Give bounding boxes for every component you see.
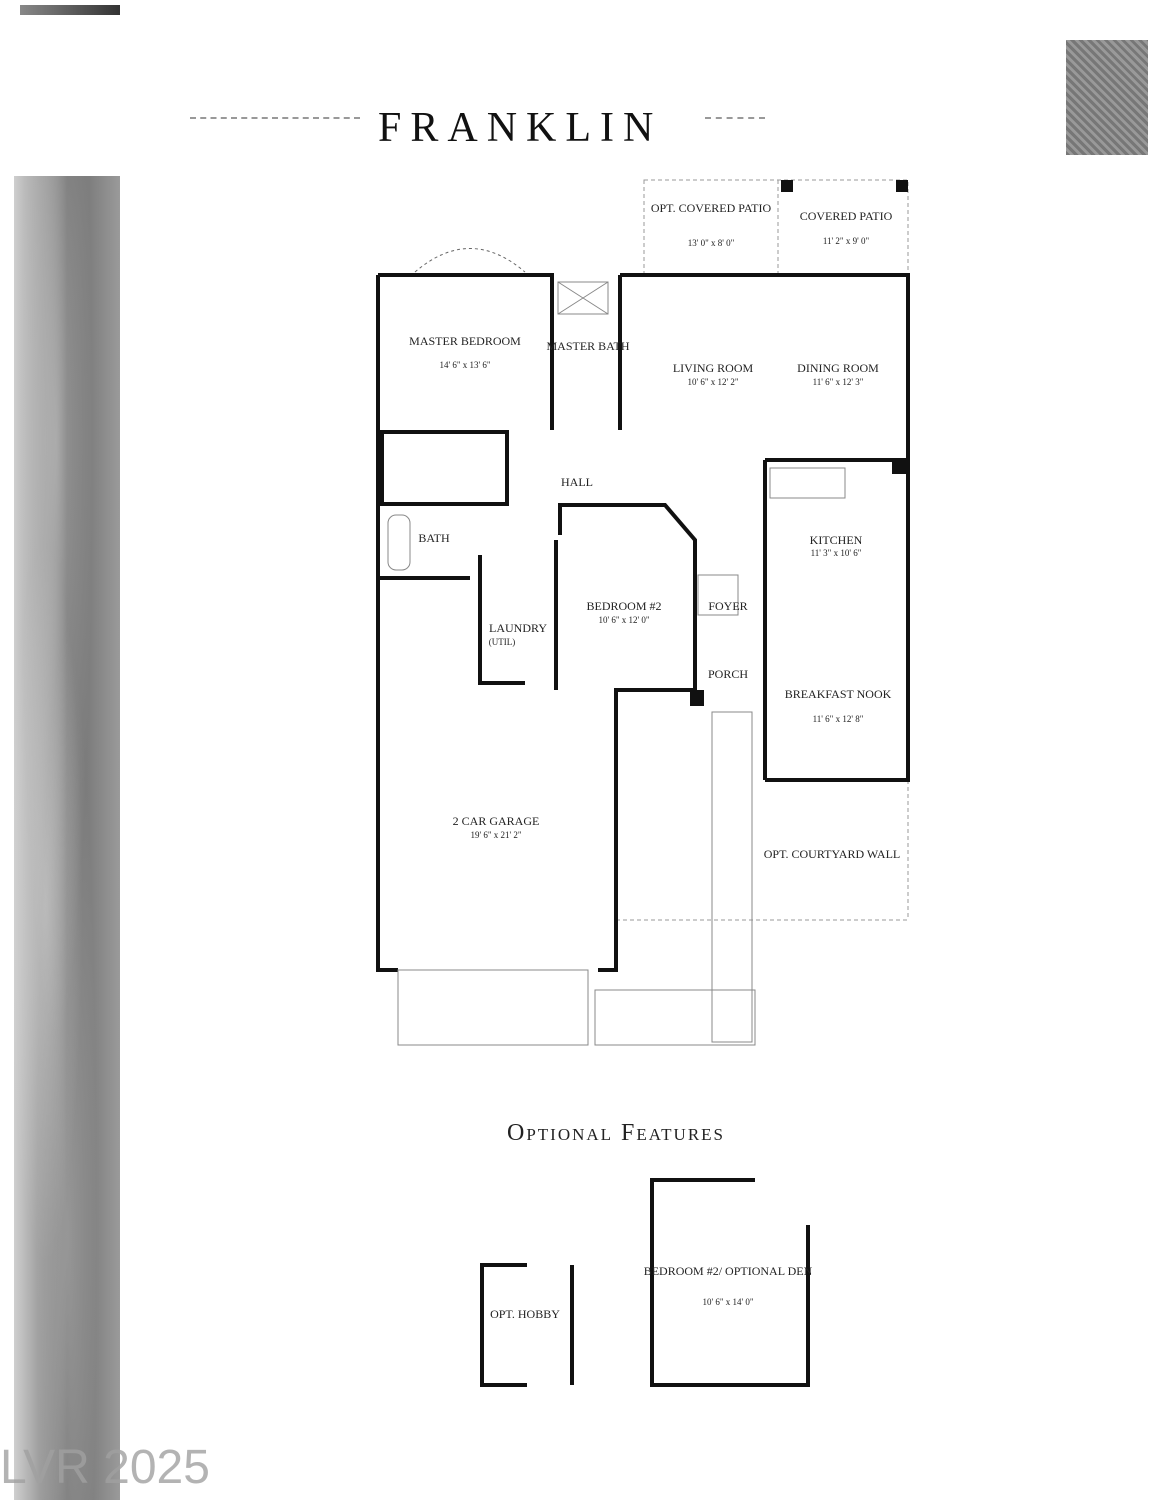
svg-text:14' 6" x 13' 6": 14' 6" x 13' 6" <box>439 360 490 370</box>
patio-post <box>781 180 793 192</box>
svg-text:10' 6" x 12' 2": 10' 6" x 12' 2" <box>687 377 738 387</box>
svg-text:11' 6" x 12' 3": 11' 6" x 12' 3" <box>813 377 864 387</box>
svg-text:19' 6" x 21' 2": 19' 6" x 21' 2" <box>470 830 521 840</box>
svg-text:11' 2" x 9' 0": 11' 2" x 9' 0" <box>823 236 870 246</box>
svg-text:MASTER BEDROOM: MASTER BEDROOM <box>409 334 521 348</box>
watermark: LVR 2025 <box>0 1441 210 1494</box>
svg-text:FOYER: FOYER <box>708 599 747 613</box>
svg-text:OPT. HOBBY: OPT. HOBBY <box>490 1307 560 1321</box>
svg-text:DINING ROOM: DINING ROOM <box>797 361 879 375</box>
fixtures <box>387 281 846 1046</box>
svg-text:10' 6" x 14' 0": 10' 6" x 14' 0" <box>702 1297 753 1307</box>
svg-text:PORCH: PORCH <box>708 667 748 681</box>
svg-text:OPT. COVERED PATIO: OPT. COVERED PATIO <box>651 201 772 215</box>
top-bar-decoration <box>20 5 120 15</box>
patio-post <box>896 180 908 192</box>
svg-text:13' 0" x 8' 0": 13' 0" x 8' 0" <box>688 238 735 248</box>
room-labels: OPT. COVERED PATIO 13' 0" x 8' 0" COVERE… <box>409 201 900 861</box>
wall-column <box>892 460 906 474</box>
bay-window <box>414 248 526 273</box>
svg-text:MASTER BATH: MASTER BATH <box>546 339 629 353</box>
svg-text:LAUNDRY: LAUNDRY <box>489 621 547 635</box>
svg-text:COVERED PATIO: COVERED PATIO <box>800 209 893 223</box>
svg-text:11' 3" x 10' 6": 11' 3" x 10' 6" <box>811 548 862 558</box>
title-rule-left <box>190 117 360 119</box>
svg-text:BATH: BATH <box>418 531 450 545</box>
svg-text:11' 6" x 12' 8": 11' 6" x 12' 8" <box>813 714 864 724</box>
svg-text:KITCHEN: KITCHEN <box>810 533 863 547</box>
svg-text:OPT. COURTYARD WALL: OPT. COURTYARD WALL <box>764 847 901 861</box>
svg-text:10' 6" x 12' 0": 10' 6" x 12' 0" <box>598 615 649 625</box>
title-rule-right <box>705 117 765 119</box>
optional-features-title: Optional Features <box>507 1120 726 1146</box>
svg-text:BEDROOM #2: BEDROOM #2 <box>586 599 661 613</box>
svg-text:LIVING ROOM: LIVING ROOM <box>673 361 754 375</box>
svg-text:(UTIL): (UTIL) <box>489 637 516 647</box>
svg-text:HALL: HALL <box>561 475 593 489</box>
floral-sidebar-image <box>14 176 120 1500</box>
plan-title: Franklin <box>378 105 663 151</box>
svg-text:BREAKFAST NOOK: BREAKFAST NOOK <box>785 687 892 701</box>
optional-feature-walls <box>480 1178 810 1387</box>
wall-column <box>690 690 704 706</box>
svg-text:2 CAR GARAGE: 2 CAR GARAGE <box>453 814 540 828</box>
texture-swatch <box>1066 40 1148 155</box>
walls <box>376 273 910 972</box>
svg-text:BEDROOM #2/ OPTIONAL DEN: BEDROOM #2/ OPTIONAL DEN <box>644 1264 813 1278</box>
optional-feature-labels: OPT. HOBBY BEDROOM #2/ OPTIONAL DEN 10' … <box>490 1264 813 1321</box>
